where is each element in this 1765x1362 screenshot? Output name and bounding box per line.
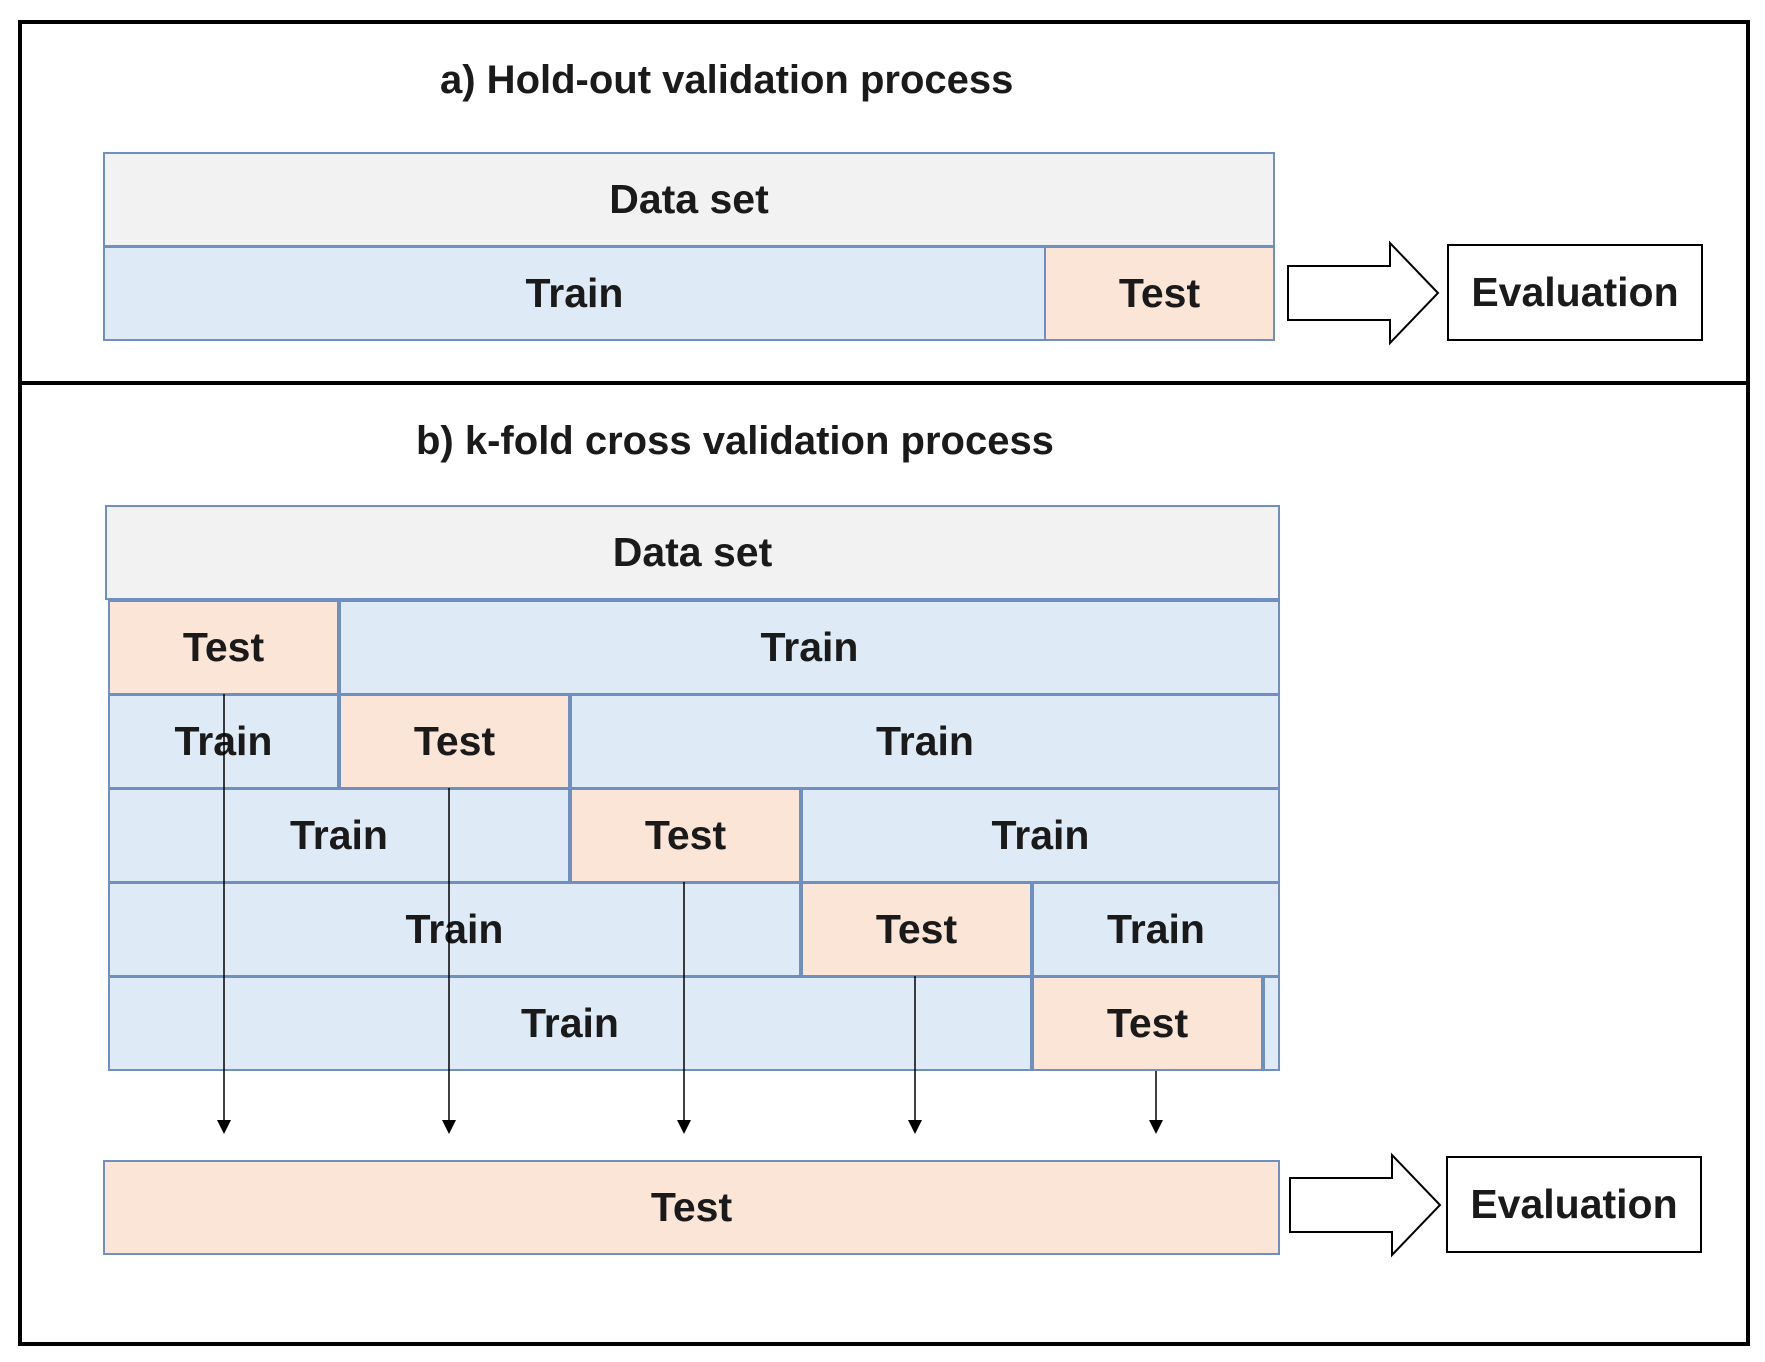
kfold-dataset-box: Data set	[105, 505, 1280, 600]
fold-3-test: Test	[570, 788, 801, 883]
fold-4-train-after: Train	[1032, 882, 1280, 977]
fold-4-train-before: Train	[108, 882, 801, 977]
holdout-train-box: Train	[103, 246, 1046, 341]
fold-5-train-before: Train	[108, 976, 1032, 1071]
kfold-combined-test-box: Test	[103, 1160, 1280, 1255]
kfold-evaluation-box: Evaluation	[1446, 1156, 1702, 1253]
fold-3-train-before: Train	[108, 788, 570, 883]
fold-4-test: Test	[801, 882, 1032, 977]
fold-3-train-after: Train	[801, 788, 1280, 883]
fold-2-train-after: Train	[570, 694, 1280, 789]
kfold-title: b) k-fold cross validation process	[416, 419, 1054, 463]
fold-2-test: Test	[339, 694, 570, 789]
fold-1-train-after: Train	[339, 600, 1280, 695]
fold-2-train-before: Train	[108, 694, 339, 789]
fold-5-test: Test	[1032, 976, 1263, 1071]
fold-1-test: Test	[108, 600, 339, 695]
holdout-title: a) Hold-out validation process	[440, 58, 1014, 102]
fold-5-train-after	[1263, 976, 1280, 1071]
holdout-test-box: Test	[1044, 246, 1275, 341]
holdout-dataset-box: Data set	[103, 152, 1275, 247]
holdout-evaluation-box: Evaluation	[1447, 244, 1703, 341]
